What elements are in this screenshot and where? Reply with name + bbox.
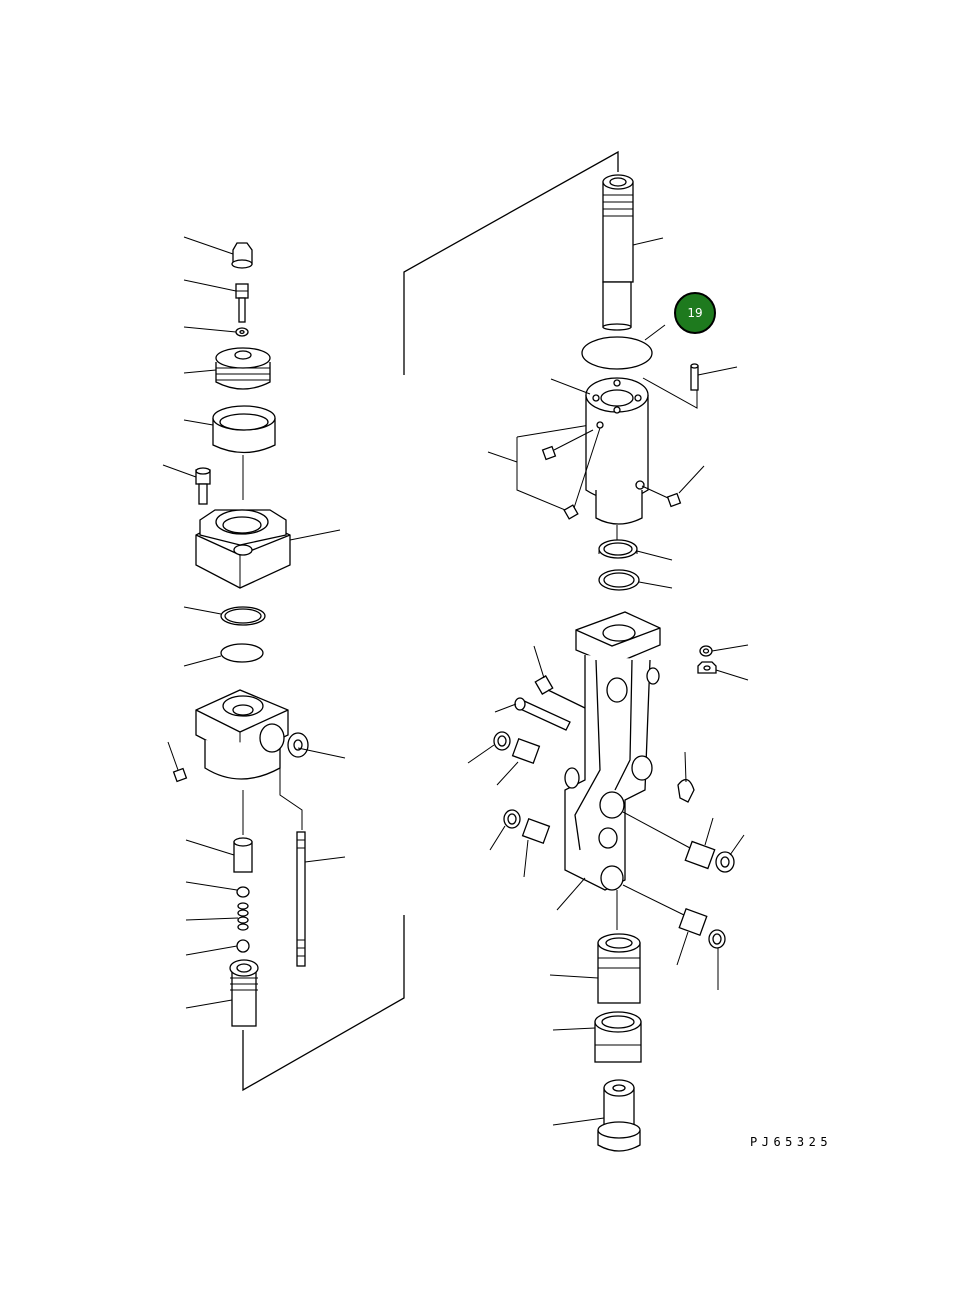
seal-ring-upper[interactable] xyxy=(598,539,638,559)
small-washer[interactable] xyxy=(235,327,249,337)
leader-lines-left xyxy=(162,236,346,1009)
lower-valve-body[interactable] xyxy=(195,689,309,780)
gasket-disc[interactable] xyxy=(581,336,653,370)
lower-sleeve[interactable] xyxy=(594,1011,642,1063)
stud-rod[interactable] xyxy=(296,831,306,967)
bracket-frame[interactable] xyxy=(564,611,661,891)
steel-ball[interactable] xyxy=(236,939,250,953)
spring-seat[interactable] xyxy=(236,886,250,898)
bottom-guide[interactable] xyxy=(597,1079,641,1152)
cylinder-housing[interactable] xyxy=(585,377,649,525)
housing-screws[interactable] xyxy=(541,427,682,520)
spring[interactable] xyxy=(237,902,249,931)
bushings-left[interactable] xyxy=(493,731,551,845)
grease-fitting[interactable] xyxy=(534,675,586,709)
dowel-pin[interactable] xyxy=(690,363,699,391)
plug-cover[interactable] xyxy=(215,347,271,390)
set-screw-left[interactable] xyxy=(172,767,188,783)
assembly-frame-lines xyxy=(242,150,698,1092)
disc-left[interactable] xyxy=(220,643,264,663)
socket-bolt[interactable] xyxy=(195,467,211,505)
piston-left[interactable] xyxy=(233,837,253,873)
plunger-rod[interactable] xyxy=(602,174,634,331)
threaded-seat[interactable] xyxy=(229,959,259,1027)
lower-piston[interactable] xyxy=(597,933,641,1004)
clip-right[interactable] xyxy=(677,778,695,803)
valve-body-block[interactable] xyxy=(195,509,291,589)
bushings-right[interactable] xyxy=(622,811,735,949)
leader-lines-right xyxy=(467,237,749,1126)
adjust-screw[interactable] xyxy=(235,283,249,323)
pin-shaft[interactable] xyxy=(514,697,571,731)
sleeve-cup[interactable] xyxy=(212,405,276,454)
seal-ring-lower[interactable] xyxy=(598,569,640,591)
part-callout-badge[interactable]: 19 xyxy=(674,292,716,334)
o-ring-left[interactable] xyxy=(220,606,266,626)
drawing-code-label: PJ65325 xyxy=(750,1135,833,1149)
bracket-washer-nut[interactable] xyxy=(697,645,717,674)
cap-nut[interactable] xyxy=(231,242,253,269)
